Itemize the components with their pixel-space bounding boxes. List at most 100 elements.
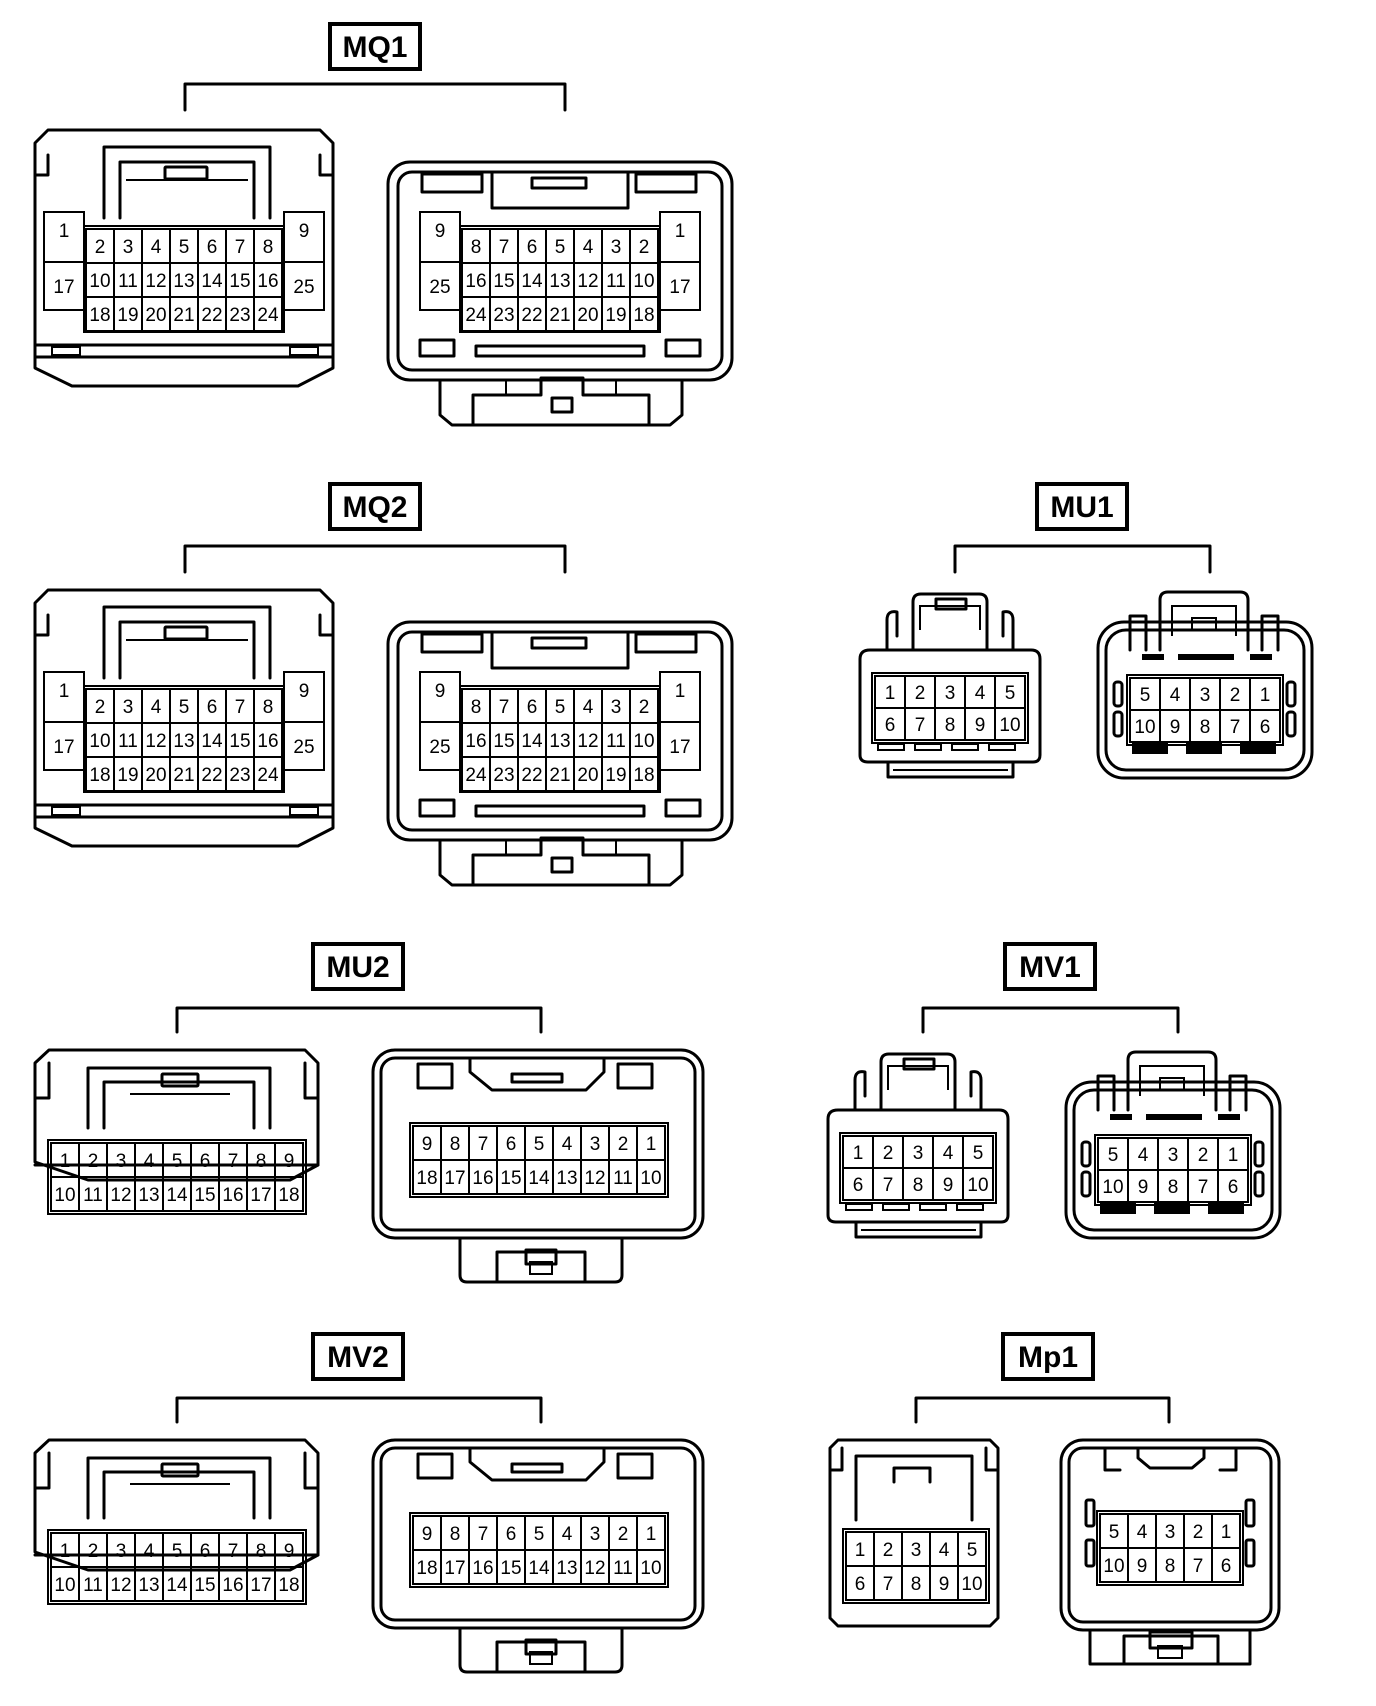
pin-1: 1 bbox=[675, 221, 686, 242]
pin-19: 19 bbox=[605, 765, 626, 786]
pin-18: 18 bbox=[278, 1575, 299, 1596]
pin-8: 8 bbox=[450, 1524, 461, 1545]
pin-15: 15 bbox=[493, 731, 514, 752]
pin-4: 4 bbox=[1138, 1145, 1149, 1166]
mq1-right bbox=[386, 160, 734, 427]
pin-9: 9 bbox=[435, 681, 446, 702]
label-mu2: MU2 bbox=[311, 942, 405, 991]
pin-14: 14 bbox=[166, 1185, 188, 1206]
svg-text:MQ1: MQ1 bbox=[342, 31, 407, 64]
pin-4: 4 bbox=[583, 237, 594, 258]
pin-8: 8 bbox=[256, 1151, 267, 1172]
mv2-right bbox=[371, 1438, 705, 1674]
pin-14: 14 bbox=[166, 1575, 188, 1596]
pin-6: 6 bbox=[506, 1134, 517, 1155]
pin-2: 2 bbox=[915, 683, 926, 704]
pin-9: 9 bbox=[1138, 1177, 1149, 1198]
pin-7: 7 bbox=[478, 1524, 489, 1545]
pin-11: 11 bbox=[83, 1575, 103, 1596]
pin-4: 4 bbox=[562, 1134, 573, 1155]
pin-15: 15 bbox=[229, 271, 250, 292]
pin-6: 6 bbox=[1228, 1177, 1239, 1198]
pin-2: 2 bbox=[883, 1143, 894, 1164]
mu2-right bbox=[371, 1048, 705, 1284]
pin-12: 12 bbox=[110, 1185, 131, 1206]
pin-14: 14 bbox=[521, 731, 543, 752]
pin-6: 6 bbox=[853, 1175, 864, 1196]
pin-14: 14 bbox=[201, 731, 223, 752]
pin-3: 3 bbox=[911, 1540, 922, 1561]
pin-2: 2 bbox=[618, 1134, 629, 1155]
pin-24: 24 bbox=[465, 765, 487, 786]
pin-22: 22 bbox=[521, 305, 542, 326]
label-mq1: MQ1 bbox=[328, 22, 422, 71]
bracket-mv2 bbox=[175, 1396, 543, 1424]
pin-25: 25 bbox=[429, 277, 450, 298]
bracket-mq2 bbox=[183, 544, 567, 574]
pin-16: 16 bbox=[472, 1168, 493, 1189]
pin-10: 10 bbox=[1103, 1556, 1124, 1577]
pin-16: 16 bbox=[465, 271, 486, 292]
pin-11: 11 bbox=[118, 271, 138, 292]
pin-16: 16 bbox=[222, 1185, 243, 1206]
pin-21: 21 bbox=[173, 765, 194, 786]
pin-18: 18 bbox=[633, 765, 654, 786]
pin-9: 9 bbox=[299, 681, 310, 702]
pin-3: 3 bbox=[123, 697, 134, 718]
pin-18: 18 bbox=[89, 765, 110, 786]
pin-5: 5 bbox=[555, 237, 566, 258]
pin-2: 2 bbox=[88, 1541, 99, 1562]
svg-text:MQ2: MQ2 bbox=[342, 491, 407, 524]
pin-8: 8 bbox=[1168, 1177, 1179, 1198]
pin-4: 4 bbox=[144, 1151, 155, 1172]
pin-3: 3 bbox=[116, 1541, 127, 1562]
pin-4: 4 bbox=[975, 683, 986, 704]
pin-12: 12 bbox=[584, 1558, 605, 1579]
mu2-left bbox=[33, 1048, 320, 1182]
pin-18: 18 bbox=[89, 305, 110, 326]
pin-14: 14 bbox=[528, 1168, 550, 1189]
pin-11: 11 bbox=[613, 1168, 633, 1189]
pin-12: 12 bbox=[145, 271, 166, 292]
pin-9: 9 bbox=[284, 1151, 295, 1172]
pin-1: 1 bbox=[60, 1541, 71, 1562]
pin-14: 14 bbox=[521, 271, 543, 292]
pin-4: 4 bbox=[562, 1524, 573, 1545]
pin-15: 15 bbox=[229, 731, 250, 752]
pin-21: 21 bbox=[549, 305, 570, 326]
pin-3: 3 bbox=[590, 1134, 601, 1155]
pin-7: 7 bbox=[1193, 1556, 1204, 1577]
pin-10: 10 bbox=[1102, 1177, 1123, 1198]
pin-11: 11 bbox=[613, 1558, 633, 1579]
svg-text:MU1: MU1 bbox=[1050, 491, 1113, 524]
pin-9: 9 bbox=[435, 221, 446, 242]
pin-13: 13 bbox=[556, 1168, 577, 1189]
label-mu1: MU1 bbox=[1035, 482, 1129, 531]
pin-4: 4 bbox=[1170, 685, 1181, 706]
pin-5: 5 bbox=[179, 237, 190, 258]
pin-3: 3 bbox=[1200, 685, 1211, 706]
pin-5: 5 bbox=[1109, 1522, 1120, 1543]
pin-5: 5 bbox=[1005, 683, 1016, 704]
pin-9: 9 bbox=[422, 1134, 433, 1155]
pin-4: 4 bbox=[583, 697, 594, 718]
pin-1: 1 bbox=[59, 221, 70, 242]
pin-13: 13 bbox=[138, 1185, 159, 1206]
mq1-left bbox=[33, 128, 335, 388]
pin-10: 10 bbox=[89, 271, 110, 292]
pin-8: 8 bbox=[263, 237, 274, 258]
pin-7: 7 bbox=[915, 715, 926, 736]
pin-9: 9 bbox=[299, 221, 310, 242]
pin-1: 1 bbox=[59, 681, 70, 702]
pin-20: 20 bbox=[577, 765, 598, 786]
label-mq2: MQ2 bbox=[328, 482, 422, 531]
pin-9: 9 bbox=[943, 1175, 954, 1196]
label-mv2: MV2 bbox=[311, 1332, 405, 1381]
